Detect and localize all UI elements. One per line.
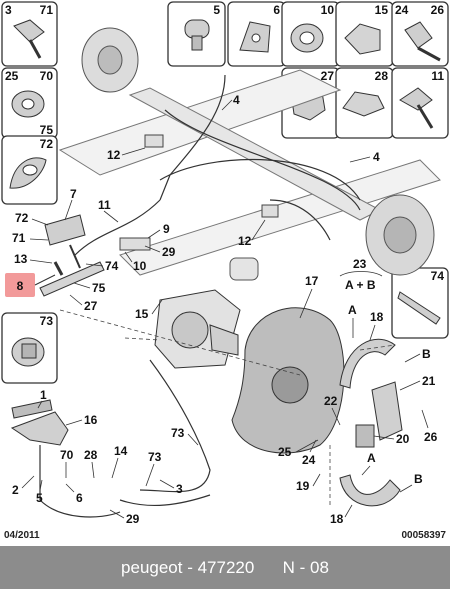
date-stamp: 04/2011 [4,530,40,541]
brake-cable-3 [119,359,211,507]
callout-21: 21 [422,374,436,388]
callout-7: 7 [70,187,77,201]
callout-24: 24 [302,453,316,467]
callout-a: A [367,451,376,465]
callout-23: 23 [353,257,367,271]
svg-text:24: 24 [395,3,409,17]
callout-29: 29 [162,245,176,259]
svg-text:15: 15 [375,3,389,17]
wheel-hub-knuckle [154,289,241,369]
part-box-10[interactable]: 10 [281,1,340,67]
diagram-code: 00058397 [401,530,447,541]
part-box-6[interactable]: 6 [227,1,286,67]
callout-29: 29 [126,512,140,526]
handbrake-assembly [39,199,161,297]
part-box-3-71[interactable]: 3 71 [1,1,58,67]
callout-20: 20 [396,432,410,446]
callout-11: 11 [98,198,111,212]
svg-text:25: 25 [5,69,19,83]
guide-lines [59,309,396,505]
footer-brand: peugeot [121,557,183,577]
callout-25: 25 [278,445,292,459]
part-box-24-26[interactable]: 24 26 [391,1,449,67]
footer-page: N - 08 [282,557,329,577]
svg-text:11: 11 [431,69,444,83]
svg-text:5: 5 [213,3,220,17]
callout-70: 70 [60,448,74,462]
callout-12: 12 [238,234,252,248]
rear-axle-illustration [58,27,441,281]
part-box-74[interactable]: 74 [391,267,449,339]
callout-71: 71 [12,231,26,245]
svg-text:27: 27 [321,69,335,83]
brake-adjuster [371,381,403,441]
callout-2: 2 [12,483,19,497]
svg-text:71: 71 [40,3,54,17]
callout-19: 19 [296,479,310,493]
callout-5: 5 [36,491,43,505]
part-box-15[interactable]: 15 [335,1,394,67]
svg-text:6: 6 [273,3,280,17]
part-box-25-70-75[interactable]: 25 70 75 [1,67,58,139]
svg-text:72: 72 [40,137,54,151]
callout-b: B [414,472,423,486]
callout-4: 4 [373,150,380,164]
footer-part-number: 477220 [197,557,255,577]
callout-28: 28 [84,448,98,462]
brake-shoe-upper [339,338,396,389]
part-box-28[interactable]: 28 [335,67,394,139]
callout-75: 75 [92,281,106,295]
callout-a: A [348,303,357,317]
callout-labels: 4 4 12 12 7 11 9 29 72 71 13 74 10 75 27… [12,93,438,526]
svg-text:10: 10 [321,3,335,17]
callout-26: 26 [424,430,438,444]
callout-6: 6 [76,491,83,505]
footer-gap [254,558,282,578]
callout-18: 18 [330,512,344,526]
callout-13: 13 [14,252,28,266]
callout-27: 27 [84,299,98,313]
callout-17: 17 [305,274,319,288]
callout-14: 14 [114,444,128,458]
callout-12: 12 [107,148,121,162]
callout-1: 1 [40,388,47,402]
footer-sep: - [182,557,198,577]
part-box-11[interactable]: 11 [391,67,449,139]
part-box-73[interactable]: 73 [1,312,58,384]
brake-backing-plate [231,307,345,454]
callout-4: 4 [233,93,240,107]
svg-text:74: 74 [431,269,445,283]
callout-72: 72 [15,211,29,225]
part-box-5[interactable]: 5 [167,1,226,67]
wheel-cylinder [355,424,375,448]
callout-b: B [422,347,431,361]
callout-18: 18 [370,310,384,324]
svg-text:3: 3 [5,3,12,17]
callout-73: 73 [148,450,162,464]
svg-text:75: 75 [40,123,54,137]
svg-text:70: 70 [40,69,54,83]
callout-74: 74 [105,259,119,273]
highlight-item-8[interactable]: 8 [5,273,56,297]
svg-text:26: 26 [431,3,445,17]
footer-bar: peugeot - 477220 N - 08 [0,546,450,589]
callout-73: 73 [171,426,185,440]
callout-15: 15 [135,307,149,321]
callout-10: 10 [133,259,147,273]
callout-9: 9 [163,222,170,236]
parking-brake-lever [10,399,121,518]
callout-3: 3 [176,482,183,496]
svg-text:8: 8 [17,279,24,293]
part-box-72[interactable]: 72 [1,135,58,205]
svg-text:73: 73 [40,314,54,328]
svg-text:28: 28 [375,69,389,83]
callout-22: 22 [324,394,338,408]
callout-16: 16 [84,413,98,427]
callout-a-plus-b: A + B [345,278,376,292]
brake-shoe-lower [339,474,401,507]
